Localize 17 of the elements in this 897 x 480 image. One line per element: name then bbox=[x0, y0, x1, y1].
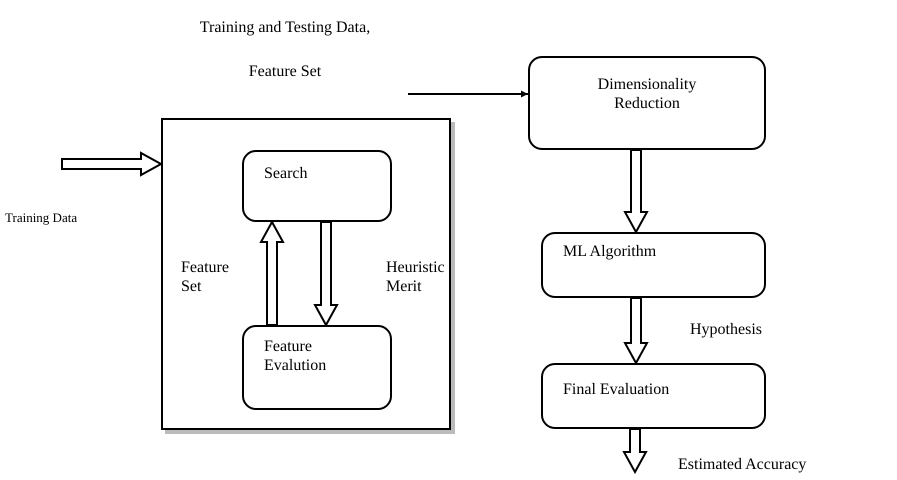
block-arrow bbox=[622, 428, 648, 474]
process-box bbox=[528, 56, 766, 150]
box-label: ML Algorithm bbox=[563, 242, 658, 261]
process-box bbox=[242, 150, 392, 222]
block-arrow bbox=[259, 220, 285, 326]
process-box bbox=[242, 325, 392, 410]
process-box bbox=[541, 363, 766, 429]
block-arrow bbox=[61, 151, 164, 177]
process-box bbox=[541, 232, 766, 298]
block-arrow bbox=[623, 297, 649, 366]
arrow bbox=[408, 90, 528, 98]
block-arrow bbox=[623, 149, 649, 234]
box-label: Final Evaluation bbox=[563, 380, 670, 399]
box-label: Search bbox=[264, 164, 309, 183]
block-arrow bbox=[313, 221, 339, 328]
box-label: Feature Evalution bbox=[264, 337, 328, 375]
box-label: Dimensionality Reduction bbox=[596, 75, 698, 113]
